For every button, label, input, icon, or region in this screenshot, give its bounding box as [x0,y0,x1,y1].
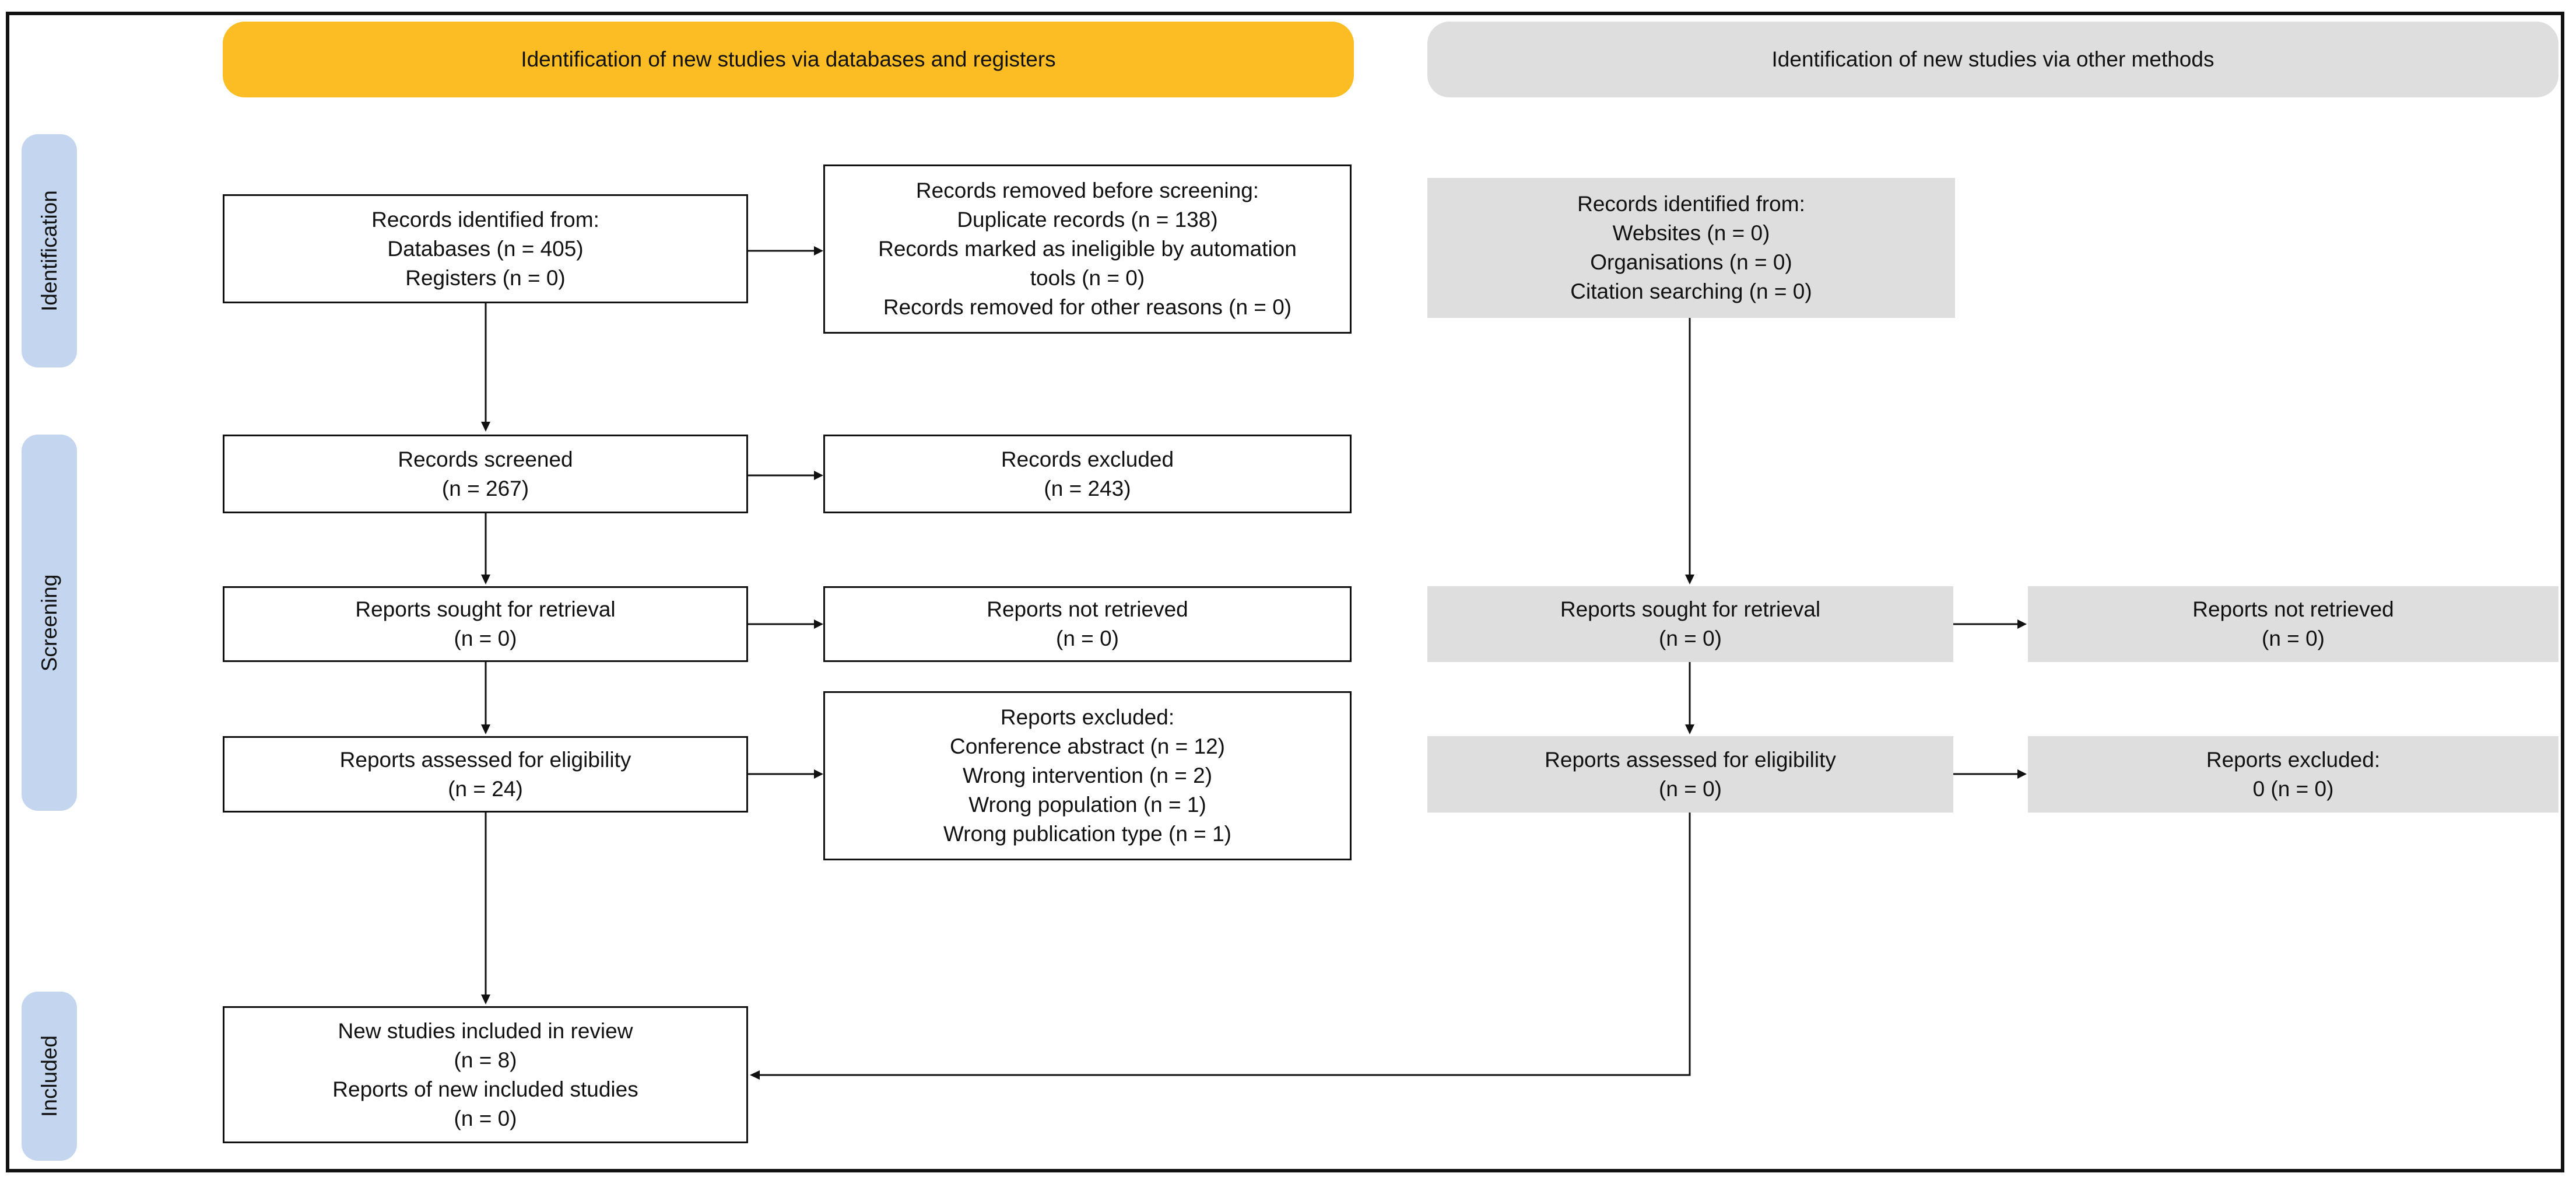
other-methods-header: Identification of new studies via other … [1427,22,2559,97]
db-records-excluded-box: Records excluded (n = 243) [823,435,1352,513]
db-records-removed-box: Records removed before screening: Duplic… [823,164,1352,334]
phase-included: Included [22,992,77,1161]
arrowhead [814,769,823,779]
db-records-screened-box: Records screened (n = 267) [223,435,748,513]
arrowhead [814,619,823,629]
other-reports-not-retrieved-box: Reports not retrieved (n = 0) [2028,586,2559,662]
other-reports-assessed-box: Reports assessed for eligibility (n = 0) [1427,736,1953,813]
phase-identification: Identification [22,134,77,367]
db-reports-not-retrieved-box: Reports not retrieved (n = 0) [823,586,1352,662]
arrow-other-assessed-to-included [757,813,1691,1076]
arrowhead [481,724,490,734]
other-reports-excluded-box: Reports excluded: 0 (n = 0) [2028,736,2559,813]
db-reports-assessed-box: Reports assessed for eligibility (n = 24… [223,736,748,813]
arrowhead [2017,619,2027,629]
included-studies-box: New studies included in review (n = 8) R… [223,1006,748,1143]
arrowhead [814,246,823,255]
arrowhead [750,1070,760,1080]
db-reports-excluded-box: Reports excluded: Conference abstract (n… [823,691,1352,860]
databases-header: Identification of new studies via databa… [223,22,1354,97]
arrowhead [481,995,490,1004]
arrowhead [1685,724,1694,734]
arrowhead [1685,575,1694,584]
other-reports-sought-box: Reports sought for retrieval (n = 0) [1427,586,1953,662]
db-reports-sought-box: Reports sought for retrieval (n = 0) [223,586,748,662]
arrowhead [481,575,490,584]
phase-screening: Screening [22,435,77,811]
diagram-frame [6,12,2564,1172]
arrowhead [481,422,490,432]
arrowhead [2017,769,2027,779]
arrowhead [814,471,823,480]
db-records-identified-box: Records identified from: Databases (n = … [223,194,748,303]
other-records-identified-box: Records identified from: Websites (n = 0… [1427,178,1955,318]
